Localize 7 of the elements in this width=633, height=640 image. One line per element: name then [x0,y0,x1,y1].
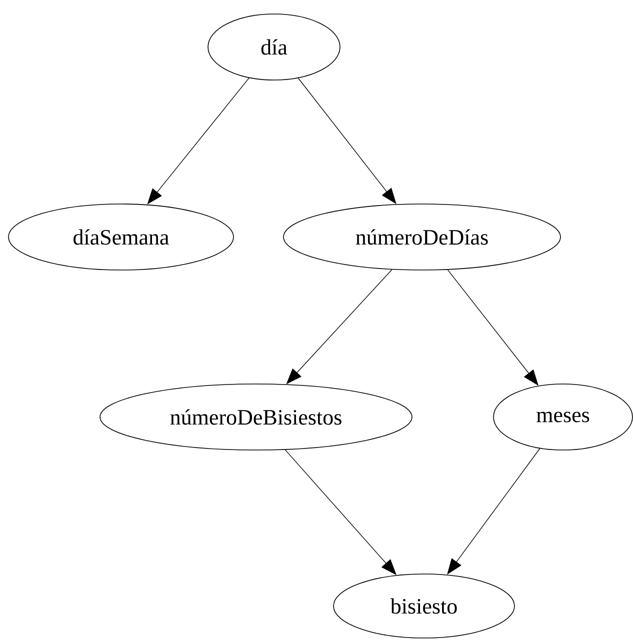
ellipse-node: meses [493,384,633,450]
ellipse-node: bisiesto [333,574,515,638]
arrow [147,78,250,204]
ellipse-node: díaSemana [8,204,234,270]
ellipse-node: númeroDeDías [283,204,561,270]
ellipse-node: día [208,14,340,80]
ellipse-node: númeroDeBisiestos [100,384,412,450]
